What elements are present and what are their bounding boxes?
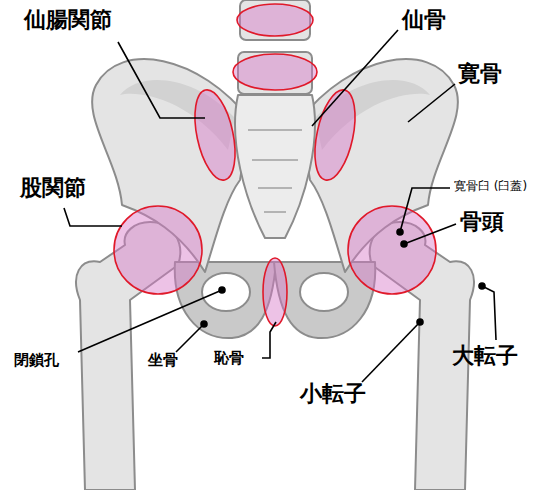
bone-label: 坐骨 bbox=[148, 352, 178, 369]
joint-label: 股関節 bbox=[20, 176, 86, 200]
part-label: 寛骨臼 (臼蓋) bbox=[454, 180, 527, 193]
part-label: 骨頭 bbox=[460, 210, 504, 234]
bone-label: 寛骨 bbox=[458, 62, 502, 86]
joint-label: 仙腸関節 bbox=[24, 8, 112, 32]
part-label: 小転子 bbox=[300, 382, 366, 406]
part-label: 大転子 bbox=[452, 344, 518, 368]
bone-label: 恥骨 bbox=[214, 350, 244, 367]
bone-label: 仙骨 bbox=[402, 8, 446, 32]
part-label: 閉鎖孔 bbox=[14, 352, 59, 369]
